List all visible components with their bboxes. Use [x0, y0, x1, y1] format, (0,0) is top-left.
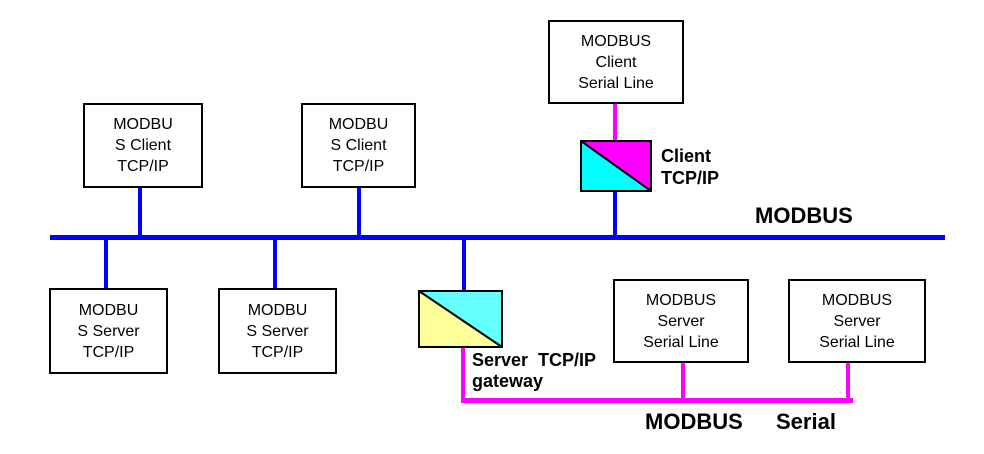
connector-line — [846, 361, 850, 401]
client-gateway-label-line: TCP/IP — [661, 168, 720, 188]
node-label-line: S Client — [330, 137, 387, 154]
modbus-serial-bus-label: MODBUS — [645, 409, 743, 434]
connector-line — [462, 238, 466, 292]
node-label-line: Serial Line — [643, 333, 719, 351]
client-gateway-label-line: Client — [661, 146, 712, 166]
node-label-line: TCP/IP — [251, 343, 304, 361]
connector-line — [273, 238, 277, 290]
server-gateway-label-line: gateway — [472, 371, 544, 391]
node-modbus-client-serial-line: MODBUS Client Serial Line — [548, 20, 684, 104]
node-label-line: S Client — [114, 137, 172, 154]
node-modbus-server-tcpip-2: MODBU S Server TCP/IP — [218, 288, 337, 374]
server-gateway-label: Server TCP/IP gateway — [472, 350, 596, 392]
modbus-serial-bus-line — [461, 398, 853, 403]
node-label-line: MODBU — [78, 301, 139, 319]
node-label-line: MODBUS — [645, 291, 717, 309]
node-modbus-server-serial-line-2: MODBUS Server Serial Line — [788, 279, 926, 363]
node-modbus-server-tcpip-1: MODBU S Server TCP/IP — [49, 288, 168, 374]
client-gateway-label: Client TCP/IP — [661, 145, 719, 189]
node-label-line: TCP/IP — [82, 343, 135, 361]
connector-line — [138, 188, 142, 236]
client-gateway-icon — [580, 140, 652, 192]
node-modbus-client-tcpip-1: MODBU S Client TCP/IP — [83, 103, 203, 188]
node-label-line: Server — [657, 312, 705, 330]
node-label-line: S Server — [77, 322, 140, 340]
node-label-line: MODBU — [247, 301, 308, 319]
connector-line — [681, 361, 685, 401]
connector-line — [104, 238, 108, 290]
connector-line — [357, 188, 361, 236]
connector-line — [461, 346, 465, 402]
node-label-line: TCP/IP — [332, 158, 385, 175]
node-label-line: MODBUS — [580, 32, 652, 50]
connector-line — [613, 102, 617, 142]
node-label-line: MODBU — [113, 116, 173, 133]
server-gateway-icon — [418, 290, 503, 348]
server-gateway-label-line: Server TCP/IP — [472, 350, 597, 370]
node-label-line: MODBUS — [821, 291, 893, 309]
connector-line — [613, 190, 617, 237]
node-label-line: Server — [833, 312, 881, 330]
node-label-line: Client — [595, 53, 637, 71]
node-label-line: TCP/IP — [117, 158, 169, 175]
node-label-line: Serial Line — [819, 333, 895, 351]
modbus-tcp-bus-label: MODBUS — [755, 203, 853, 228]
node-label-line: S Server — [246, 322, 309, 340]
node-modbus-client-tcpip-2: MODBU S Client TCP/IP — [301, 103, 416, 188]
node-modbus-server-serial-line-1: MODBUS Server Serial Line — [613, 279, 749, 363]
node-label-line: Serial Line — [578, 74, 654, 92]
modbus-serial-bus-label-word2: Serial — [776, 409, 836, 434]
modbus-tcp-bus-line — [50, 235, 945, 240]
node-label-line: MODBU — [328, 116, 389, 133]
